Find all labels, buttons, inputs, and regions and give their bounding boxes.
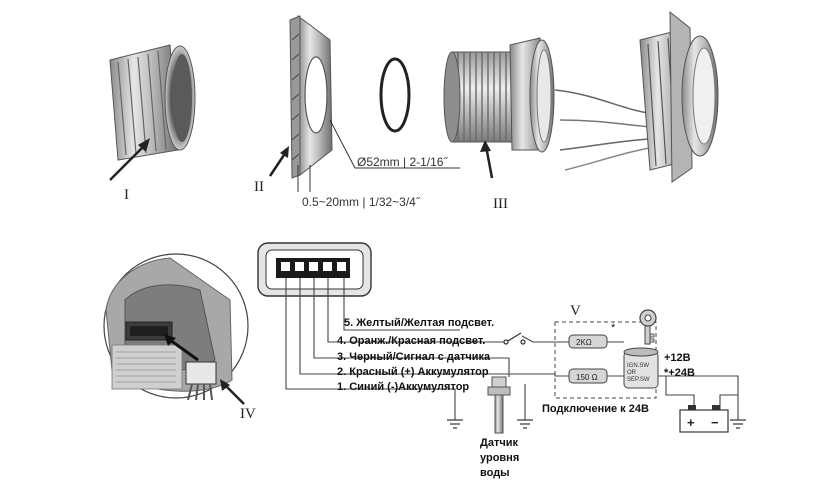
resistor-box bbox=[554, 321, 657, 399]
battery bbox=[679, 405, 729, 433]
wiring-lines bbox=[285, 278, 739, 430]
battery-plus-sign: + bbox=[687, 415, 695, 430]
connector-closeup bbox=[103, 253, 249, 405]
voltage-12v-label: +12В bbox=[664, 352, 691, 364]
asterisk-mark: * bbox=[611, 322, 616, 334]
key-icon bbox=[639, 309, 657, 345]
sensor-label-line-1: Датчик bbox=[480, 437, 518, 449]
wire-5-label: 5. Желтый/Желтая подсвет. bbox=[344, 317, 494, 329]
battery-minus-sign: − bbox=[711, 415, 719, 430]
label-part-2: II bbox=[254, 179, 264, 195]
ground-symbols bbox=[447, 419, 746, 429]
label-part-3: III bbox=[493, 196, 508, 212]
connection-24v-label: Подключение к 24В bbox=[542, 403, 649, 415]
ignition-label-1: IGN.SW bbox=[627, 363, 649, 369]
label-part-4: IV bbox=[240, 406, 256, 422]
switch-symbol bbox=[503, 332, 526, 345]
wire-4-label: 4. Оранж./Красная подсвет. bbox=[337, 335, 485, 347]
wire-3-label: 3. Черный/Сигнал с датчика bbox=[337, 351, 491, 363]
resistor-150-label: 150 Ω bbox=[576, 373, 598, 382]
label-part-1: I bbox=[124, 187, 129, 203]
voltage-24v-label: *+24В bbox=[664, 367, 695, 379]
mounting-plate-part bbox=[268, 14, 460, 192]
ignition-label-2: OR bbox=[627, 370, 637, 376]
threaded-body-part bbox=[443, 37, 555, 179]
water-level-sensor bbox=[487, 376, 511, 434]
wire-2-label: 2. Красный (+) Аккумулятор bbox=[337, 366, 489, 378]
sensor-label-line-2: уровня bbox=[480, 452, 519, 464]
ignition-label-3: SEP.SW bbox=[627, 377, 650, 383]
wire-1-label: 1. Синий (-)Аккумулятор bbox=[337, 381, 469, 393]
bezel-part bbox=[109, 44, 196, 181]
o-ring-part bbox=[379, 57, 411, 133]
hole-diameter-label: Ø52mm | 2-1/16˝ bbox=[357, 155, 448, 169]
label-part-5: V bbox=[570, 303, 581, 319]
resistor-2k-label: 2KΩ bbox=[576, 338, 592, 347]
sensor-label-line-3: воды bbox=[480, 467, 510, 479]
assembled-gauge bbox=[554, 10, 719, 183]
ignition-switch bbox=[623, 347, 659, 389]
panel-thickness-label: 0.5~20mm | 1/32~3/4˝ bbox=[302, 195, 421, 209]
